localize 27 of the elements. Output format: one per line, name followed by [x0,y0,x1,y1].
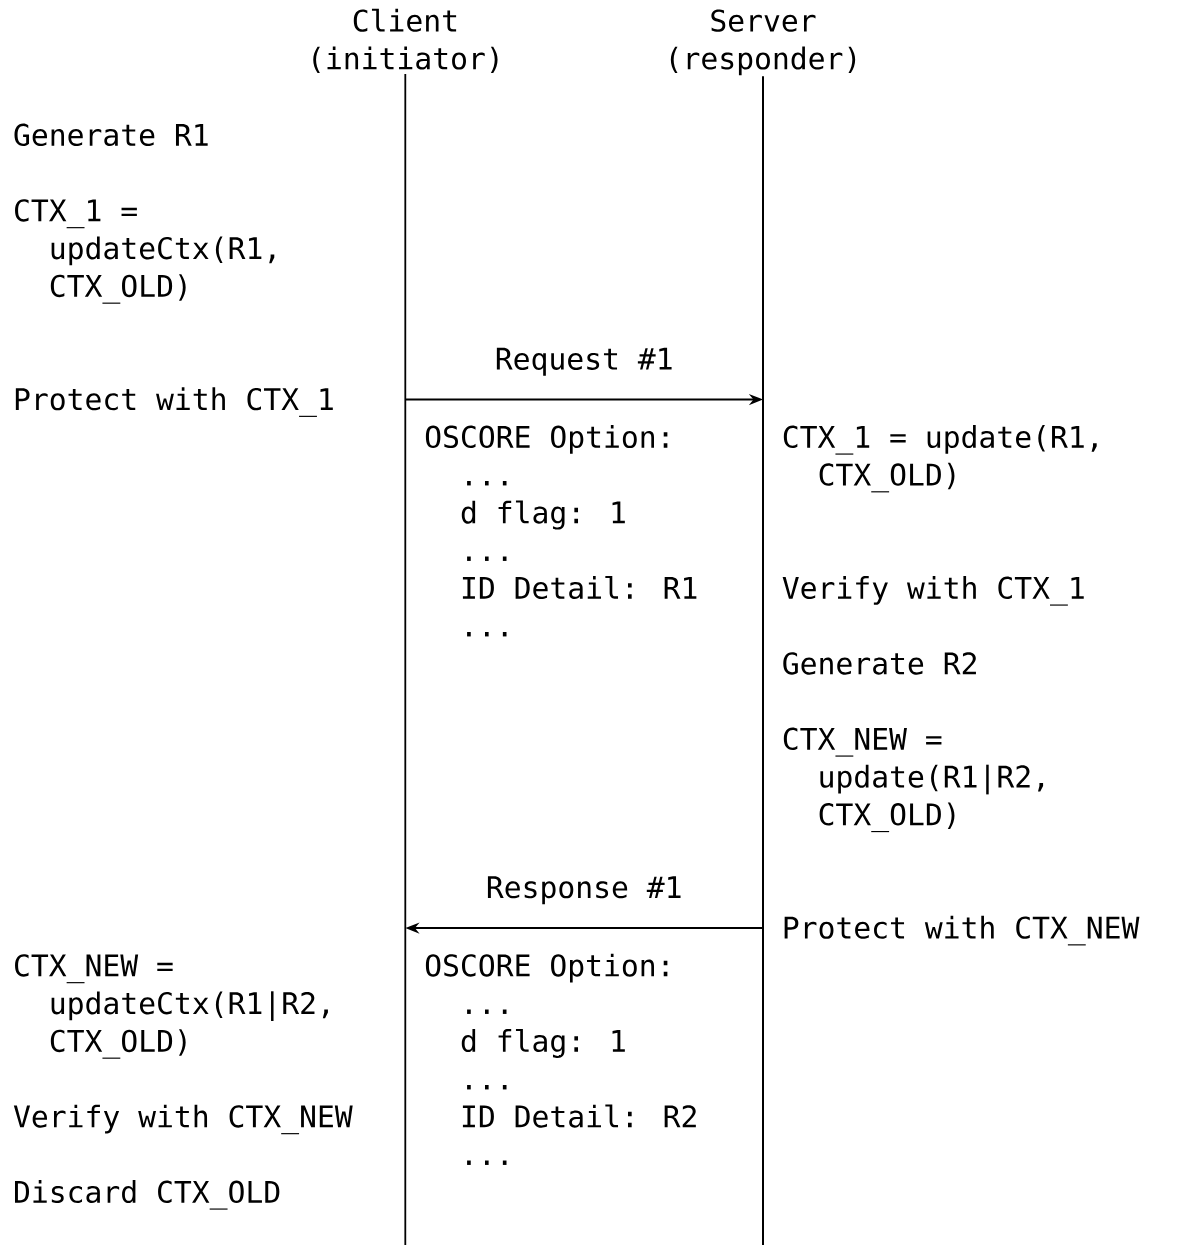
action-text: CTX_NEW = updateCtx(R1|R2, CTX_OLD) [15,954,328,1059]
action-text: CTX_1 = update(R1, CTX_OLD) [783,425,1097,493]
action-text: Verify with CTX_1 [782,576,1084,606]
option-field: ... [467,1009,507,1014]
participant-label: Client (initiator) [313,8,498,74]
option-field: OSCORE Option: [425,425,668,454]
action-text: Protect with CTX_NEW [784,915,1140,946]
action-text: Generate R2 [783,652,976,675]
message-label: Response #1 [484,875,684,906]
option-field: d flag: 1 [461,1028,625,1058]
option-field: ... [467,481,507,486]
option-field: ... [467,1160,507,1165]
action-text: Verify with CTX_NEW [13,1104,353,1135]
action-text: Discard CTX_OLD [15,1180,280,1210]
option-field: d flag: 1 [461,500,625,530]
option-field: ID Detail: R1 [462,575,697,600]
action-text: Protect with CTX_1 [15,387,333,417]
participant-label: Server (responder) [670,9,856,76]
option-field: OSCORE Option: [425,953,668,983]
option-field: ... [467,632,507,637]
option-field: ... [467,556,507,561]
action-text: CTX_NEW = update(R1|R2, CTX_OLD) [783,727,1044,833]
action-text: CTX_1 = updateCtx(R1, CTX_OLD) [15,199,275,304]
message-label: Request #1 [493,346,675,377]
option-field: ... [467,1085,507,1090]
action-text: Generate R1 [14,123,208,147]
option-field: ID Detail: R2 [462,1104,696,1128]
